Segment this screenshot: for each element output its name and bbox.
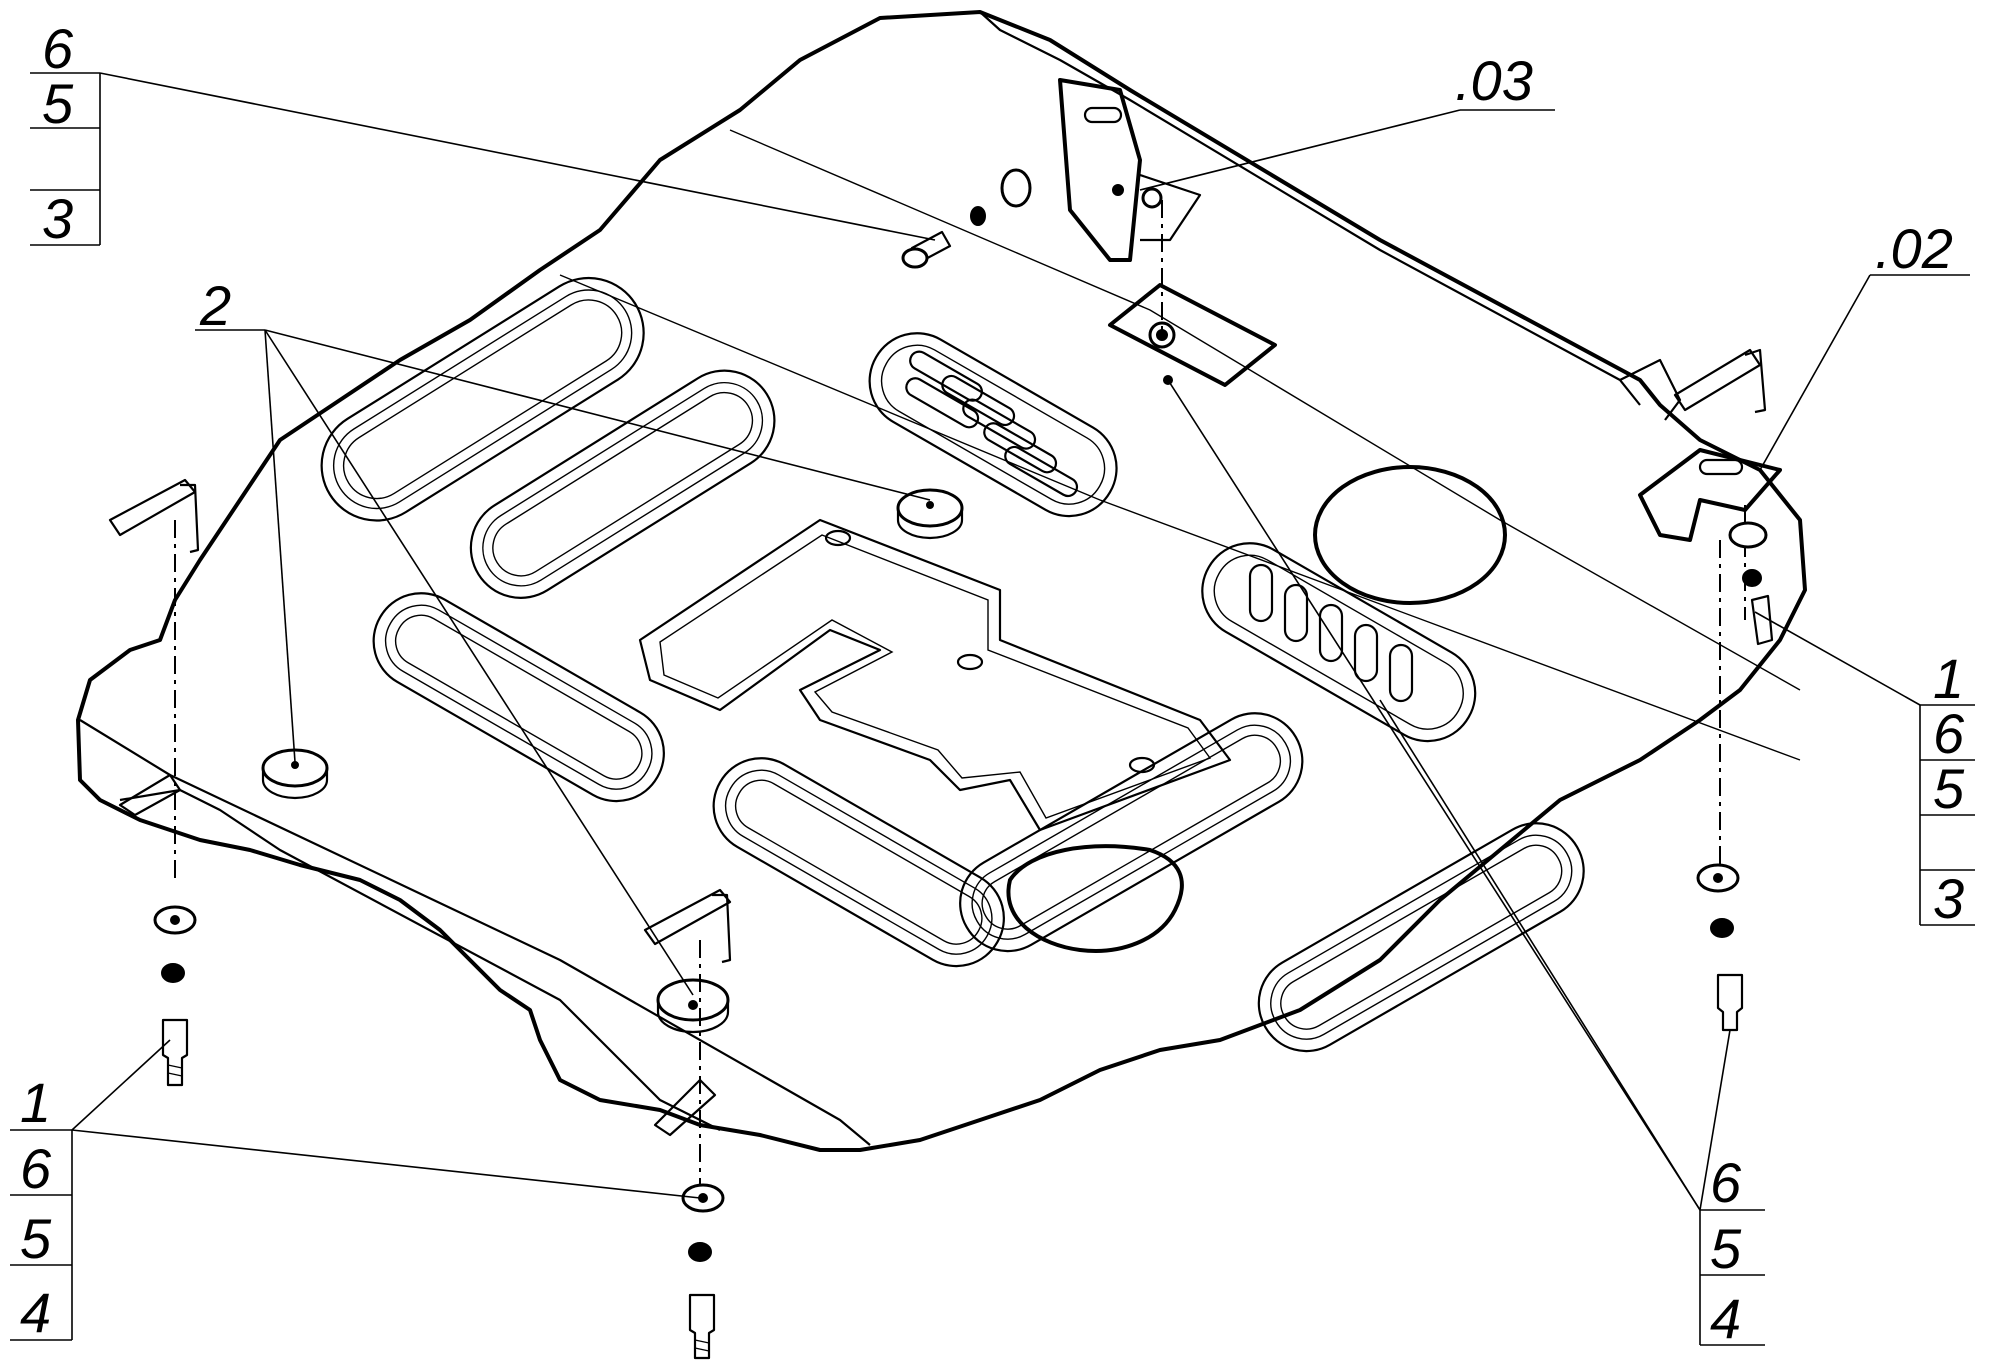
- callout-right-2: 6: [1933, 702, 1965, 765]
- callout-bottom-right-3: 4: [1710, 1287, 1741, 1350]
- callout-right: 1 6 5 3: [1933, 647, 1965, 930]
- fold-line-1: [729, 129, 1801, 691]
- front-tab-left: [118, 773, 182, 817]
- access-opening-round: [1313, 465, 1507, 605]
- fastener-stack-front: [681, 1183, 725, 1360]
- skid-plate: [76, 10, 1807, 1152]
- rib-central-stepped: [638, 518, 1232, 832]
- vent-slots-right: [1248, 563, 1414, 703]
- front-flange: [79, 719, 871, 1146]
- rear-flange-tab: [1619, 358, 1682, 421]
- fastener-stack-right: [1696, 863, 1744, 1032]
- callout-top-left-1: 6: [42, 17, 74, 80]
- callout-bottom-right-1: 6: [1710, 1151, 1742, 1214]
- vent-group-upper: [868, 332, 1118, 518]
- vent-group-right: [1201, 542, 1477, 743]
- plate-outline: [76, 10, 1807, 1152]
- front-flange-lower: [119, 788, 721, 1131]
- fastener-stack-right-upper: [1728, 521, 1774, 646]
- callout-part-03: .03: [1455, 49, 1533, 112]
- stiffening-ribs: [320, 276, 1585, 1053]
- callout-part-02: .02: [1875, 217, 1953, 280]
- bracket-rear-plate: [1108, 283, 1277, 387]
- access-opening-irregular: [1006, 844, 1184, 953]
- clip-left: [108, 478, 200, 554]
- callout-bottom-left-2: 6: [20, 1137, 52, 1200]
- plate-hole-1: [824, 529, 852, 547]
- callout-bottom-left-1: 1: [20, 1071, 51, 1134]
- callout-top-left-3: 3: [42, 187, 73, 250]
- hardware-rear-top: [901, 168, 1032, 269]
- callout-part-2: 2: [199, 274, 231, 337]
- bumper-front: [656, 978, 730, 1034]
- callout-bottom-right-2: 5: [1710, 1217, 1742, 1280]
- front-tab-right: [653, 1078, 717, 1137]
- rib-right-front: [1257, 822, 1585, 1053]
- callout-bottom-left-3: 5: [20, 1207, 52, 1270]
- callout-right-1: 1: [1933, 647, 1964, 710]
- bracket-02: [1638, 348, 1782, 542]
- bracket-03: [1058, 78, 1202, 262]
- callout-bottom-left: 1 6 5 4: [20, 1071, 52, 1344]
- leader-lines: [10, 72, 1975, 1346]
- bumper-upper: [896, 488, 964, 540]
- rib-upper-left: [320, 276, 645, 522]
- rib-central-stepped-inner: [659, 534, 1212, 819]
- callout-top-left: 6 5 3: [42, 17, 74, 250]
- bumper-left: [261, 748, 329, 800]
- rear-flange: [979, 11, 1641, 406]
- plate-hole-3: [1128, 756, 1156, 774]
- rib-left-2: [469, 369, 776, 599]
- rib-front: [712, 757, 1005, 968]
- fold-line-2: [559, 274, 1801, 761]
- rib-right-middle: [959, 712, 1304, 953]
- callout-bottom-left-4: 4: [20, 1281, 51, 1344]
- rib-left-3: [372, 592, 665, 803]
- callout-right-3: 5: [1933, 757, 1965, 820]
- callout-top-left-2: 5: [42, 72, 74, 135]
- fastener-stack-left: [153, 905, 197, 1087]
- plate-hole-2: [956, 653, 984, 671]
- callout-right-4: 3: [1933, 867, 1964, 930]
- clip-front: [643, 888, 732, 964]
- callout-bottom-right: 6 5 4: [1710, 1151, 1742, 1350]
